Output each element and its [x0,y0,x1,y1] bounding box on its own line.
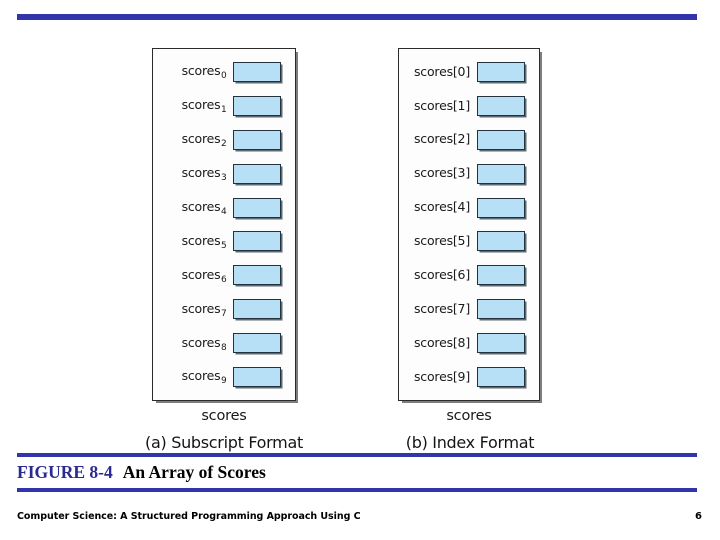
array-element-label: scores7 [181,300,227,319]
array-element-cell [477,333,525,354]
figure-number: FIGURE 8-4 [17,461,113,482]
figure-caption: FIGURE 8-4 An Array of Scores [17,459,697,485]
array-element-label: scores[4] [413,199,470,215]
array-panel-index-border: scores[0] scores[1] scores[2] scores[3] scor… [398,48,540,401]
slide-footer-text: Computer Science: A Structured Programmi… [17,511,361,522]
array-element-row: scores[6] [399,260,539,290]
array-rows-index: scores[0] scores[1] scores[2] scores[3] scor… [399,49,539,400]
array-rows-subscript: scores0 scores1 scores2 scores3 scores4 score… [153,49,295,400]
top-accent-rule [17,14,697,20]
panel-caption-subscript: (a) Subscript Format [145,433,303,452]
array-element-label: scores2 [181,131,227,150]
array-element-row: scores[3] [399,159,539,189]
slide-page-number: 6 [695,511,702,522]
array-panel-subscript-border: scores0 scores1 scores2 scores3 scores4 score… [152,48,296,401]
figure-rule-top [17,453,697,457]
array-name-label-subscript: scores [201,408,247,424]
array-element-label: scores[3] [413,165,470,181]
array-element-cell [233,231,281,252]
array-element-row: scores[7] [399,294,539,324]
array-name-label-index: scores [446,408,492,424]
array-element-label: scores5 [181,232,227,251]
array-element-label: scores1 [181,97,227,116]
array-element-label: scores4 [181,199,227,217]
array-element-cell [477,231,525,252]
array-element-cell [477,299,525,320]
array-element-cell [233,333,281,354]
array-element-label: scores[8] [413,334,470,350]
array-element-row: scores8 [153,328,295,358]
array-element-cell [477,61,525,82]
array-element-cell [233,95,281,116]
array-element-cell [233,163,281,184]
array-element-label: scores3 [181,165,227,184]
array-element-label: scores9 [181,368,227,387]
array-element-label: scores8 [181,334,227,353]
array-element-cell [477,95,525,116]
array-element-label: scores6 [181,266,227,285]
array-element-cell [233,265,281,286]
array-element-label: scores[2] [413,131,470,147]
array-element-row: scores[2] [399,125,539,155]
array-element-row: scores5 [153,226,295,256]
array-element-row: scores4 [153,193,295,223]
array-element-cell [233,299,281,320]
array-element-row: scores[1] [399,91,539,121]
array-element-cell [477,163,525,184]
array-element-label: scores[5] [413,233,470,249]
array-element-label: scores[7] [413,300,470,316]
array-element-row: scores[8] [399,328,539,358]
array-panel-subscript: scores0 scores1 scores2 scores3 scores4 score… [152,48,296,401]
array-element-row: scores9 [153,362,295,392]
figure-illustration: scores0 scores1 scores2 scores3 scores4 score… [0,30,720,452]
array-element-row: scores3 [153,159,295,189]
array-element-row: scores2 [153,125,295,155]
array-element-label: scores0 [181,63,227,82]
panel-caption-index: (b) Index Format [405,433,535,452]
array-element-row: scores0 [153,57,295,87]
array-element-cell [233,129,281,150]
array-element-row: scores[5] [399,226,539,256]
array-element-label: scores[0] [413,63,470,79]
array-element-row: scores6 [153,260,295,290]
array-element-label: scores[6] [413,267,470,283]
array-element-cell [477,197,525,218]
figure-title: An Array of Scores [122,461,266,482]
array-element-row: scores1 [153,91,295,121]
array-element-row: scores[9] [399,362,539,392]
array-element-cell [233,366,281,387]
array-element-row: scores[0] [399,57,539,87]
array-element-cell [233,61,281,82]
array-element-row: scores7 [153,294,295,324]
array-element-label: scores[9] [413,368,470,384]
array-panel-index: scores[0] scores[1] scores[2] scores[3] scor… [398,48,540,401]
array-element-cell [477,366,525,387]
array-element-cell [477,129,525,150]
figure-rule-bottom [17,488,697,492]
array-element-cell [233,197,281,218]
array-element-label: scores[1] [413,97,470,113]
array-element-row: scores[4] [399,193,539,223]
array-element-cell [477,265,525,286]
